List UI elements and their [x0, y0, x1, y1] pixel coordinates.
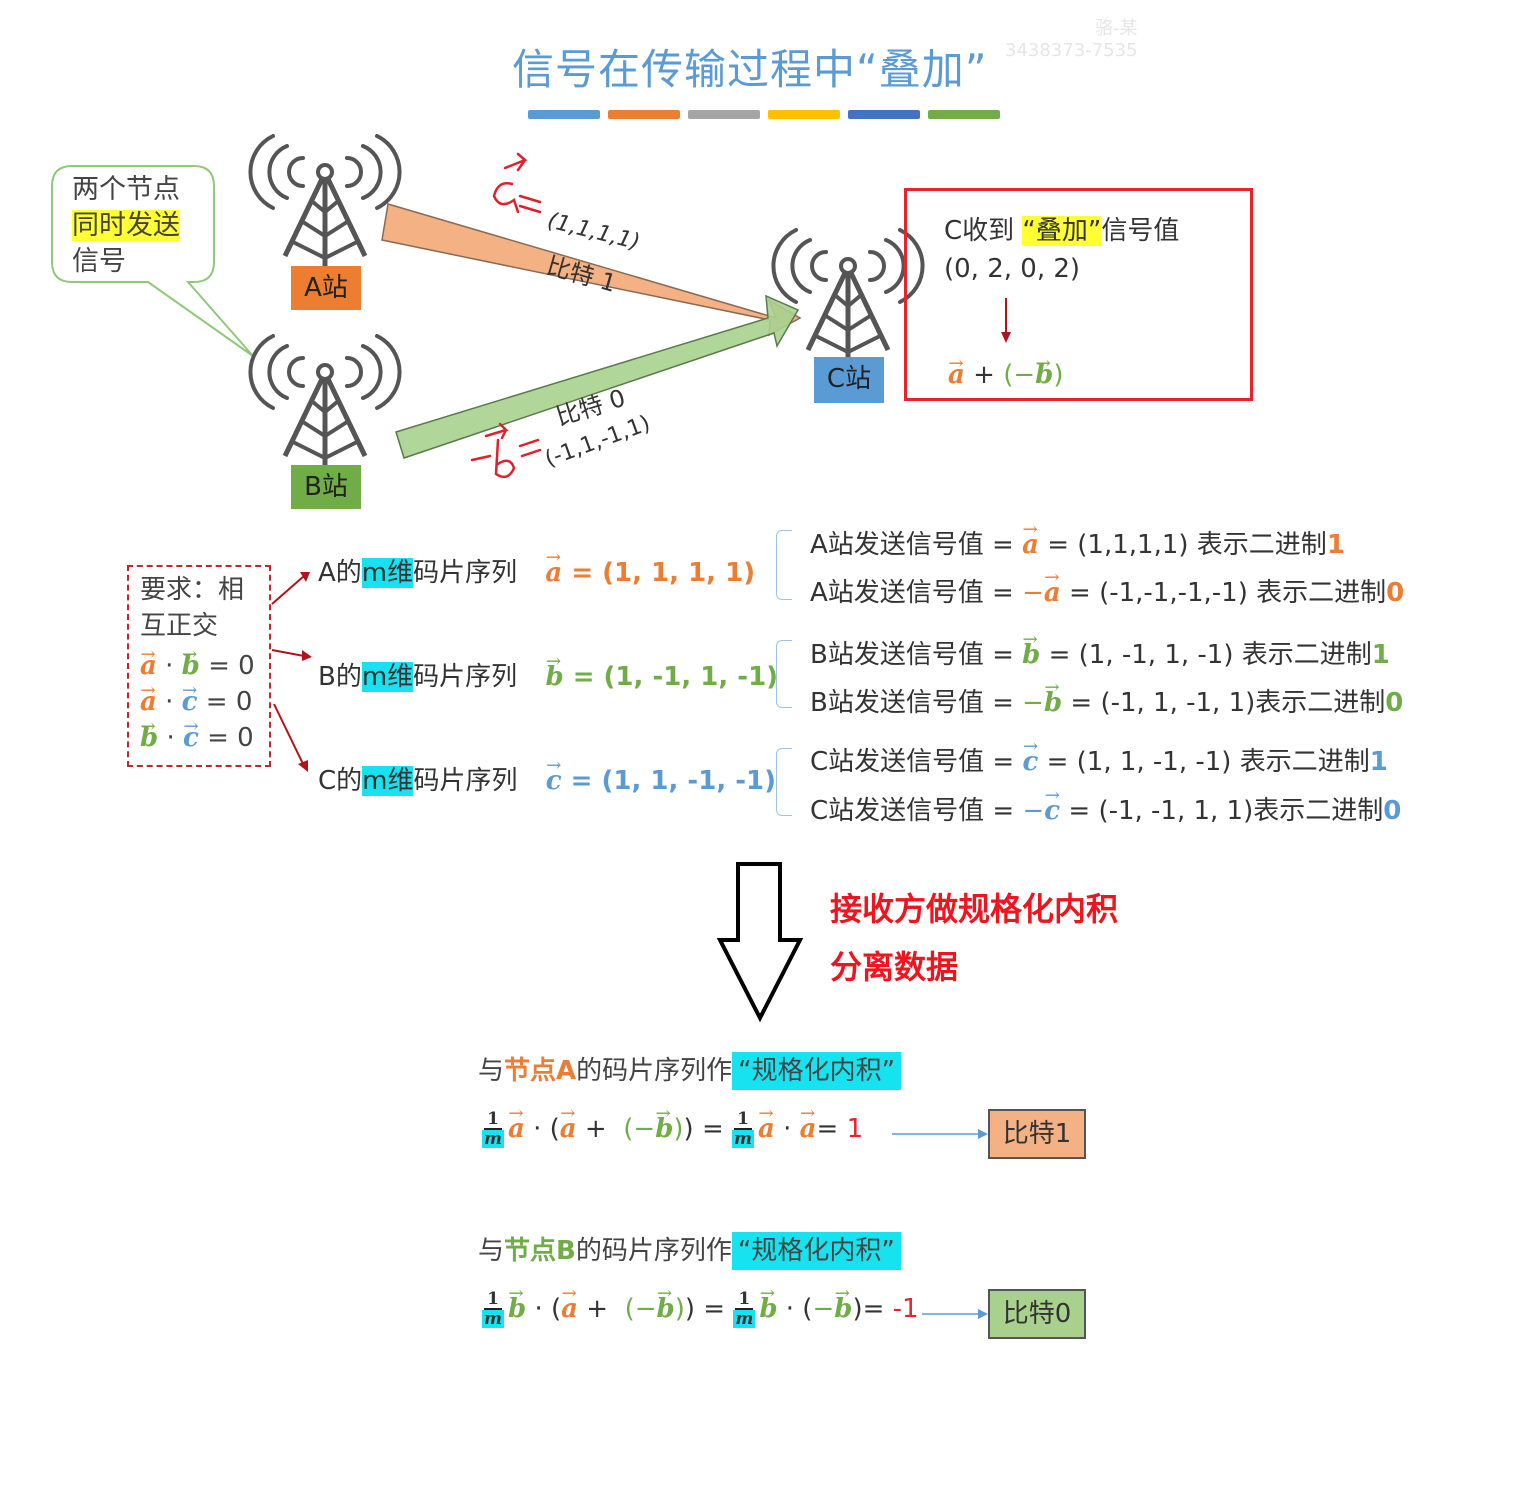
- send-value-a-0: A站发送信号值 = −a = (-1,-1,-1,-1) 表示二进制0: [810, 567, 1404, 609]
- watermark: 骆-某 3438373-7535: [1005, 18, 1138, 61]
- inner-product-a-heading: 与节点A的码片序列作“规格化内积”: [478, 1050, 902, 1090]
- tower-a-icon: [250, 136, 399, 268]
- send-value-b-1: B站发送信号值 = b = (1, -1, 1, -1) 表示二进制1: [810, 629, 1390, 671]
- received-signal-heading: C收到 “叠加”信号值: [944, 216, 1180, 246]
- chip-sequence-c: C的m维码片序列 c = (1, 1, -1, -1): [318, 755, 776, 797]
- highlight-superposition: “叠加”: [1022, 216, 1102, 246]
- color-bar: [928, 110, 1000, 119]
- arrow-to-bit0-icon: [922, 1309, 988, 1319]
- color-bar: [528, 110, 600, 119]
- send-value-c-1: C站发送信号值 = c = (1, 1, -1, -1) 表示二进制1: [810, 736, 1388, 778]
- requirement-arrows: [271, 572, 312, 772]
- chip-sequence-b: B的m维码片序列 b = (1, -1, 1, -1): [318, 651, 778, 693]
- brace-c: [776, 748, 792, 816]
- station-b-label: B站: [291, 465, 361, 509]
- callout-text: 两个节点 同时发送 信号: [72, 174, 180, 277]
- color-bar: [608, 110, 680, 119]
- brace-b: [776, 640, 792, 708]
- color-bar: [688, 110, 760, 119]
- received-signal-box: [904, 188, 1253, 401]
- station-c-label: C站: [814, 357, 884, 403]
- highlight-simultaneous: 同时发送: [72, 210, 180, 241]
- handwritten-neg-b-vector-icon: [470, 422, 542, 479]
- arrow-b-to-c: [395, 294, 800, 459]
- down-arrow-icon: [716, 862, 804, 1023]
- station-a-label: A站: [291, 266, 361, 310]
- chip-sequence-a: A的m维码片序列 a = (1, 1, 1, 1): [318, 547, 755, 589]
- color-bar: [768, 110, 840, 119]
- result-bit1-box: 比特1: [988, 1109, 1086, 1159]
- received-signal-value: (0, 2, 0, 2): [944, 254, 1081, 284]
- transmission-diagram: [51, 0, 1011, 479]
- inner-product-a-equation: 1m a · (a + (−b)) = 1m a · a= 1: [482, 1103, 863, 1148]
- orthogonality-requirement-box: [127, 565, 271, 767]
- color-bar: [848, 110, 920, 119]
- received-signal-expression: a + (−b): [948, 345, 1063, 394]
- send-value-c-0: C站发送信号值 = −c = (-1, -1, 1, 1)表示二进制0: [810, 785, 1401, 827]
- handwritten-a-vector-icon: [492, 152, 542, 214]
- page-title: 信号在传输过程中“叠加”: [512, 45, 988, 94]
- arrow-to-bit1-icon: [892, 1129, 988, 1139]
- receiver-note-line2: 分离数据: [830, 948, 959, 986]
- receiver-note-line1: 接收方做规格化内积: [830, 890, 1119, 928]
- title-color-bars: [528, 110, 1000, 119]
- send-value-a-1: A站发送信号值 = a = (1,1,1,1) 表示二进制1: [810, 519, 1345, 561]
- inner-product-b-equation: 1m b · (a + (−b)) = 1m b · (−b)= -1: [482, 1283, 919, 1328]
- tower-b-icon: [250, 336, 399, 468]
- brace-a: [776, 530, 792, 600]
- inner-product-b-heading: 与节点B的码片序列作“规格化内积”: [478, 1230, 901, 1270]
- result-bit0-box: 比特0: [988, 1289, 1086, 1339]
- send-value-b-0: B站发送信号值 = −b = (-1, 1, -1, 1)表示二进制0: [810, 677, 1403, 719]
- tower-c-icon: [773, 230, 922, 362]
- orthogonality-requirement: 要求：相 互正交 a · b = 0 a · c = 0 b · c = 0: [140, 572, 255, 756]
